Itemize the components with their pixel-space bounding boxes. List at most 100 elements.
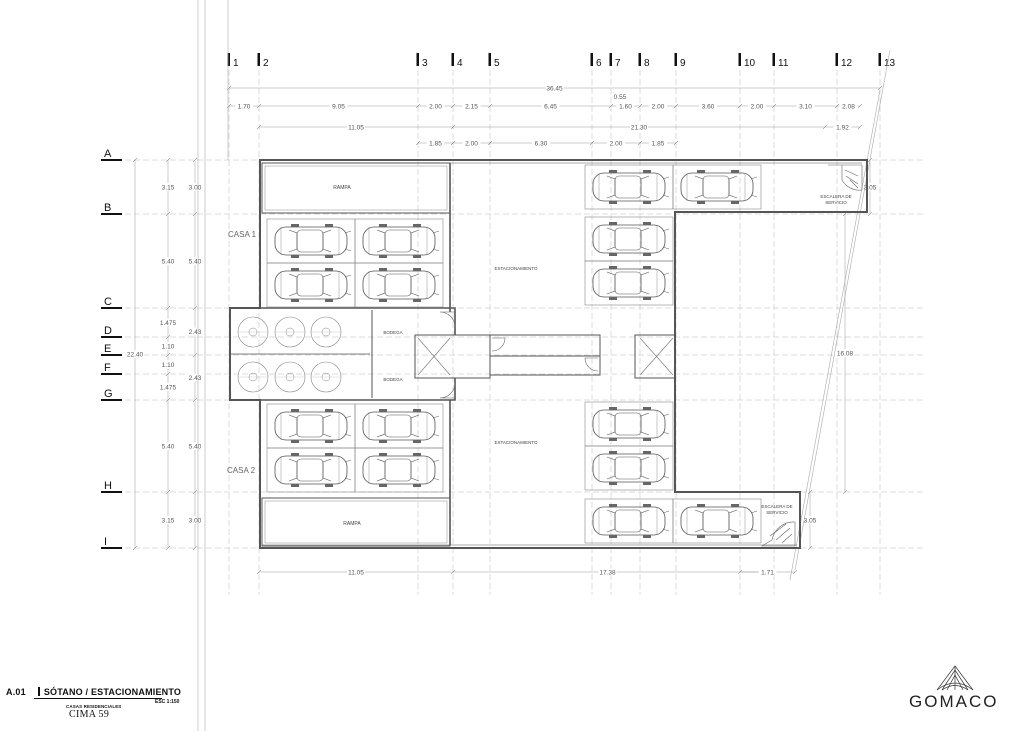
col-tag-bar-1 bbox=[227, 53, 230, 66]
dim-top-row2-8-label: 2.00 bbox=[751, 104, 764, 111]
dim-top-row2-3-bg bbox=[462, 102, 481, 110]
car-icon bbox=[274, 408, 352, 444]
dim-left-outer-3-label: 1.10 bbox=[162, 344, 175, 351]
dim-top-row2-7-bg bbox=[699, 102, 717, 110]
dim-bottom-2-bg bbox=[758, 568, 777, 576]
dim-top-row3-1-bg bbox=[630, 123, 648, 131]
dim-top-row2-0-label: 1.70 bbox=[238, 104, 251, 111]
dim-bottom-2-label: 1.71 bbox=[761, 570, 774, 577]
row-tag-D: D bbox=[104, 325, 112, 337]
dim-top-row2-10-bg bbox=[839, 102, 858, 110]
dim-right-0-tick-b bbox=[867, 211, 873, 217]
dim-top-offset-label: 0.55 bbox=[614, 94, 627, 101]
row-tag-F: F bbox=[104, 362, 111, 374]
col-tag-6: 6 bbox=[596, 58, 602, 69]
brand-wordmark: GOMACO bbox=[909, 692, 999, 711]
dim-top-row2-5-bg bbox=[616, 102, 635, 110]
dim-left-inner-0-bg bbox=[186, 183, 204, 191]
col-tag-bar-6 bbox=[590, 53, 593, 66]
sheet-number: A.01 bbox=[6, 687, 26, 697]
dim-top-row2-2-tick-a bbox=[415, 103, 421, 109]
car-icon bbox=[592, 265, 670, 301]
dim-top-row2-9-label: 3.10 bbox=[799, 104, 812, 111]
dim-left-outer-5-label: 1.475 bbox=[160, 385, 177, 392]
spiral-stair-bottom bbox=[760, 521, 796, 547]
dim-left-outer-7-label: 3.15 bbox=[162, 518, 175, 525]
storage-label-1: BODEGA bbox=[383, 330, 402, 335]
dim-left-inner-2-bg bbox=[186, 327, 204, 336]
dim-top-total-tick-b bbox=[877, 85, 883, 91]
row-tag-E: E bbox=[104, 343, 111, 355]
row-tag-A: A bbox=[104, 148, 112, 160]
col-tag-bar-7 bbox=[609, 53, 612, 66]
dim-left-inner-2-tick-a bbox=[192, 305, 198, 311]
dim-top-row2-1-tick-a bbox=[256, 103, 262, 109]
dim-left-outer-7-tick-b bbox=[165, 545, 171, 551]
dim-top-row4-3-bg bbox=[607, 139, 625, 147]
dim-top-row3-2-tick-a bbox=[822, 124, 828, 130]
car-icon bbox=[362, 408, 440, 444]
dim-top-row2-6-label: 2.00 bbox=[652, 104, 665, 111]
col-tag-8: 8 bbox=[644, 58, 650, 69]
car-icon bbox=[680, 169, 758, 205]
dim-left-outer-6-label: 5.40 bbox=[162, 444, 175, 451]
dim-top-row2-2-label: 2.00 bbox=[429, 104, 442, 111]
parking-bottom-label: ESTACIONAMIENTO bbox=[494, 440, 538, 445]
dim-top-row2-9-tick-a bbox=[771, 103, 777, 109]
house-1-label: CASA 1 bbox=[228, 230, 257, 239]
dim-top-row2-2-bg bbox=[426, 102, 445, 110]
dim-left-inner-5-bg bbox=[186, 516, 204, 524]
dim-top-row4-2-label: 6.30 bbox=[535, 141, 548, 148]
storage-label-2: BODEGA bbox=[383, 377, 402, 382]
dim-right-2-tick-b bbox=[807, 545, 813, 551]
dim-bottom-1-bg bbox=[598, 568, 617, 576]
col-tag-13: 13 bbox=[884, 58, 896, 69]
parking-stalls bbox=[266, 164, 762, 544]
stair-bottom-label-2: SERVICIO bbox=[766, 510, 788, 515]
dim-bottom-1-tick-a bbox=[450, 569, 456, 575]
dim-left-outer-2-tick-a bbox=[165, 305, 171, 311]
dim-top-row3-1-tick-a bbox=[450, 124, 456, 130]
car-icon bbox=[274, 223, 352, 259]
dim-top-row4-0-bg bbox=[426, 139, 445, 147]
dim-left-inner-3-label: 2.43 bbox=[189, 375, 202, 382]
car-icon bbox=[362, 223, 440, 259]
dim-right-1-tick-b bbox=[842, 489, 848, 495]
dim-left-inner-4-bg bbox=[186, 442, 204, 450]
dim-left-outer-0-tick-a bbox=[165, 157, 171, 163]
dim-top-total-tick-a bbox=[226, 85, 232, 91]
col-tag-bar-9 bbox=[674, 53, 677, 66]
col-tag-11: 11 bbox=[778, 58, 789, 69]
dim-left-inner-4-tick-a bbox=[192, 397, 198, 403]
col-tag-bar-2 bbox=[257, 53, 260, 66]
dim-top-row2-4-label: 6.45 bbox=[544, 104, 557, 111]
stair-bottom-label-1: ESCALERA DE bbox=[761, 504, 792, 509]
row-tag-G: G bbox=[104, 388, 113, 400]
ramp-top bbox=[261, 162, 451, 214]
interior-walls bbox=[230, 163, 676, 545]
dim-top-row2-8-bg bbox=[748, 102, 766, 110]
shafts bbox=[417, 337, 674, 376]
dim-right-0-label: 3.05 bbox=[864, 185, 877, 192]
dim-left-outer-1-tick-a bbox=[165, 211, 171, 217]
dim-left-inner-0-tick-a bbox=[192, 157, 198, 163]
dim-top-row2-5-tick-a bbox=[608, 103, 614, 109]
col-tag-bar-11 bbox=[772, 53, 775, 66]
property-boundary bbox=[197, 0, 891, 731]
dim-left-outer-7-bg bbox=[159, 516, 177, 524]
dim-left-outer-2-bg bbox=[159, 318, 177, 327]
dim-left-outer-3-tick-a bbox=[165, 334, 171, 340]
dim-left-outer-4-label: 1.10 bbox=[162, 362, 175, 369]
dim-right-1-bg bbox=[836, 349, 854, 357]
row-tag-C: C bbox=[104, 296, 112, 308]
dim-top-row3-0-bg bbox=[347, 123, 365, 131]
dim-top-row3-0-tick-a bbox=[256, 124, 262, 130]
room-labels: RAMPA RAMPA ESTACIONAMIENTO ESTACIONAMIE… bbox=[227, 185, 852, 527]
dim-left-outer-5-tick-a bbox=[165, 371, 171, 377]
col-tag-5: 5 bbox=[494, 58, 500, 69]
dim-bottom-0-bg bbox=[347, 568, 365, 576]
dim-top-row2-8-tick-a bbox=[737, 103, 743, 109]
